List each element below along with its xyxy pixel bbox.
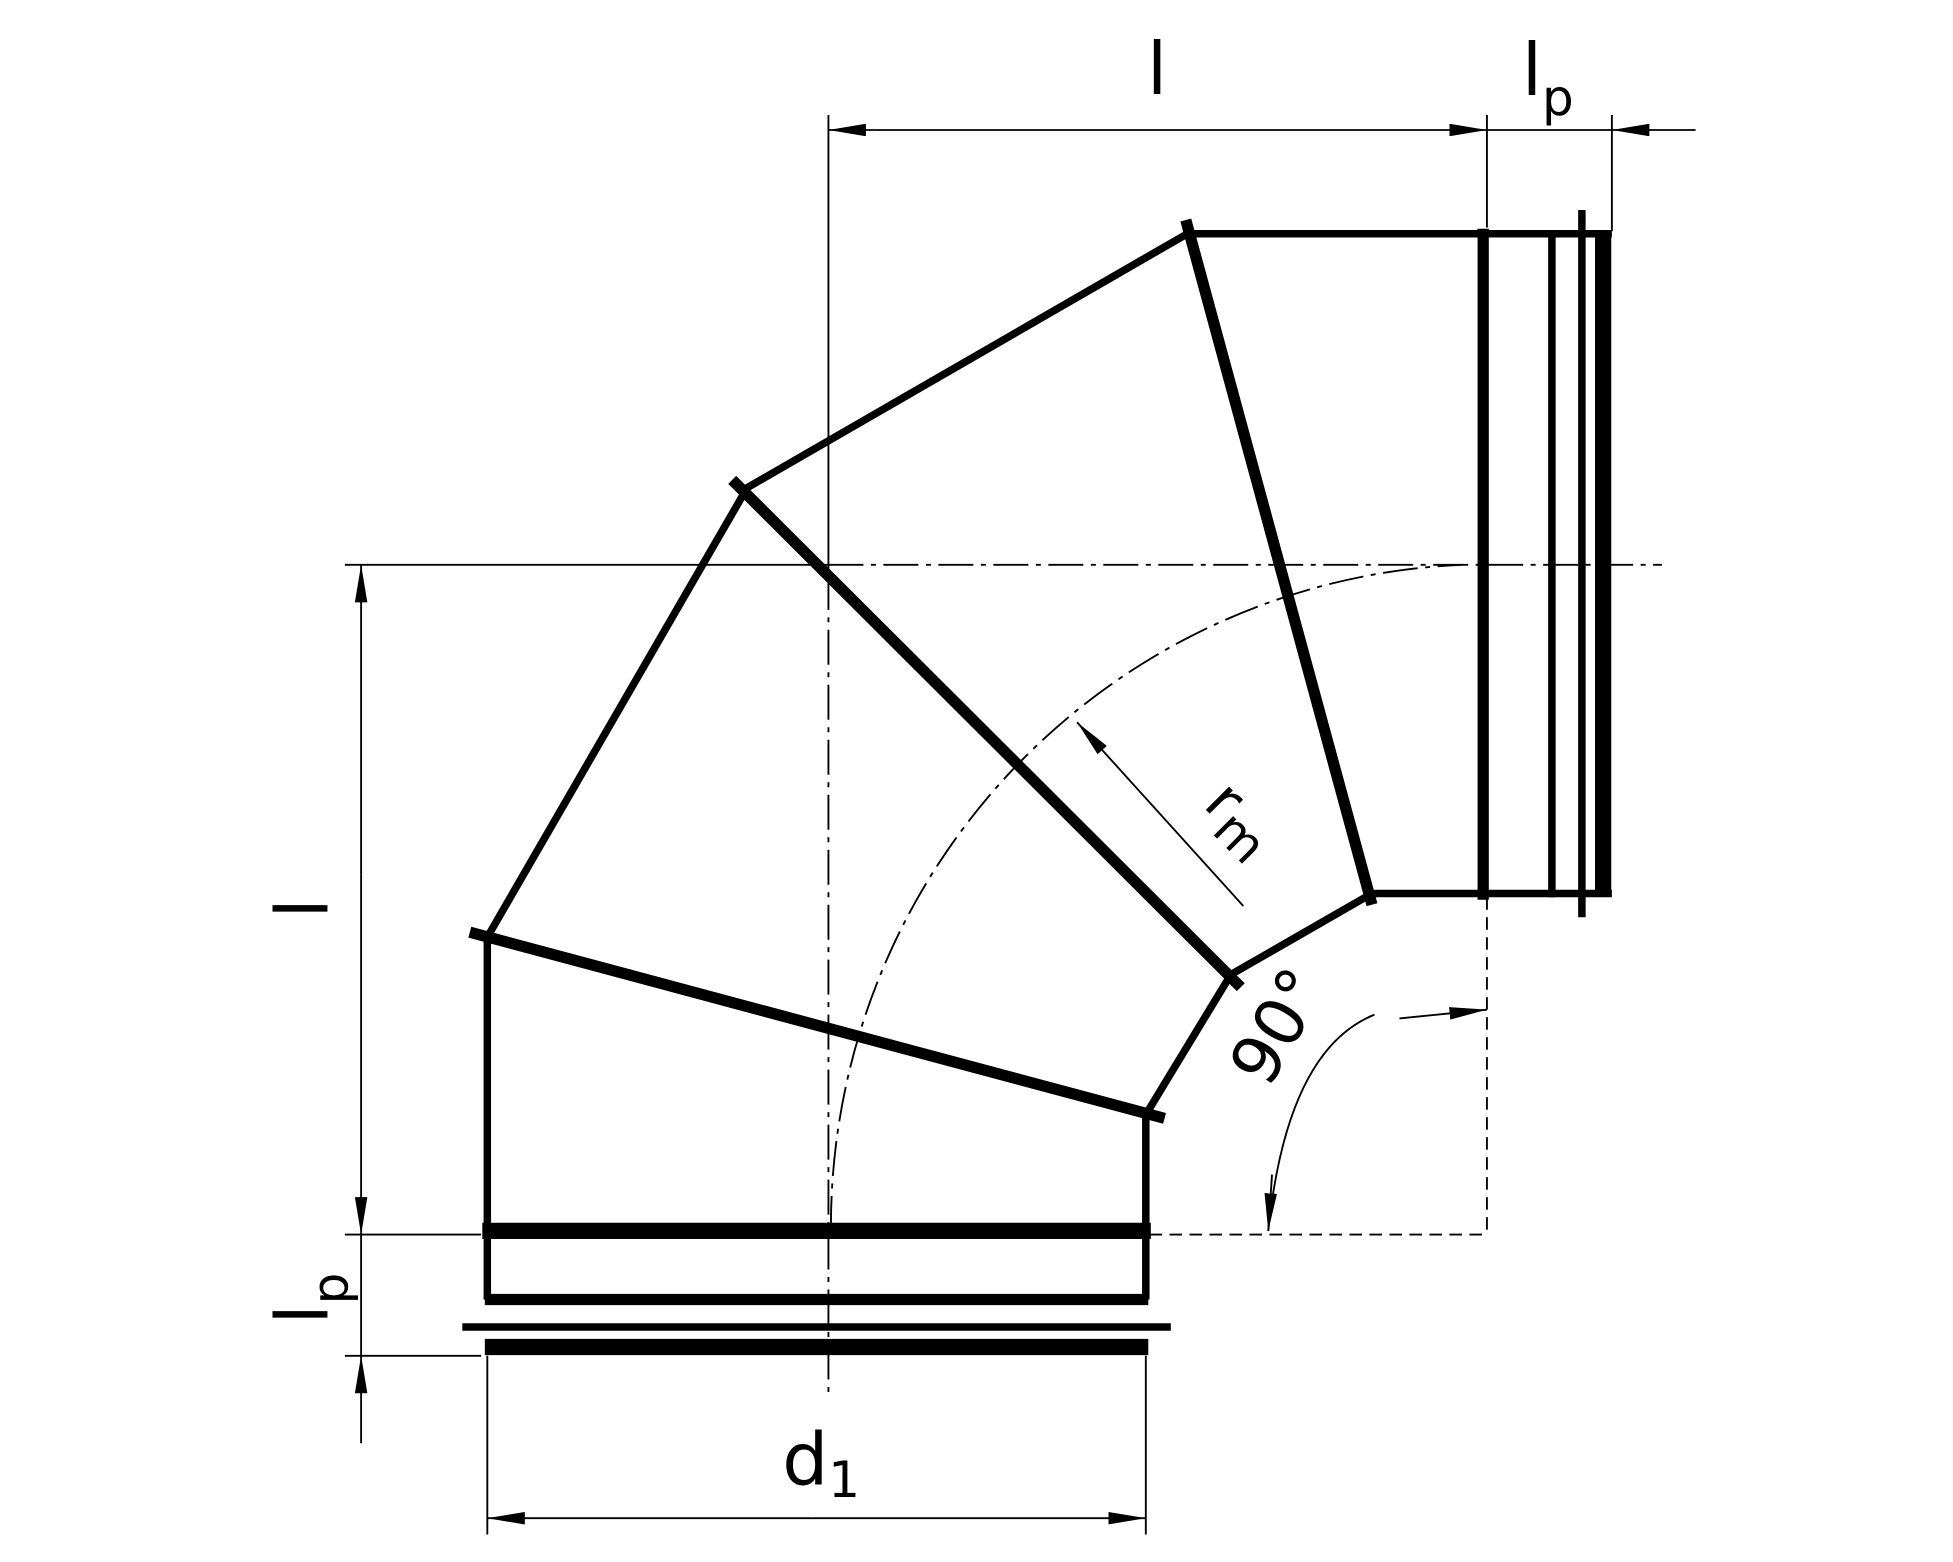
top-length-label: l <box>1147 28 1167 112</box>
angle-arc <box>1267 1013 1375 1231</box>
pipe-edge <box>484 487 750 940</box>
pipe-edge <box>1142 972 1234 1117</box>
seam <box>728 475 1245 992</box>
pipe-edge <box>741 229 1192 494</box>
angle-arrow <box>1264 1174 1277 1231</box>
diameter-label: d1 <box>782 1418 860 1508</box>
left-socket-label: lp <box>261 1273 359 1325</box>
radius-arrow <box>1076 721 1244 907</box>
seam <box>468 926 1167 1124</box>
pipe-edge <box>1228 890 1374 978</box>
angle-arrow <box>1399 1007 1488 1020</box>
mean-radius-arc <box>829 563 1462 1231</box>
top-socket-label: lp <box>1522 29 1574 127</box>
seam <box>1180 218 1378 907</box>
left-length-label: l <box>261 898 345 918</box>
